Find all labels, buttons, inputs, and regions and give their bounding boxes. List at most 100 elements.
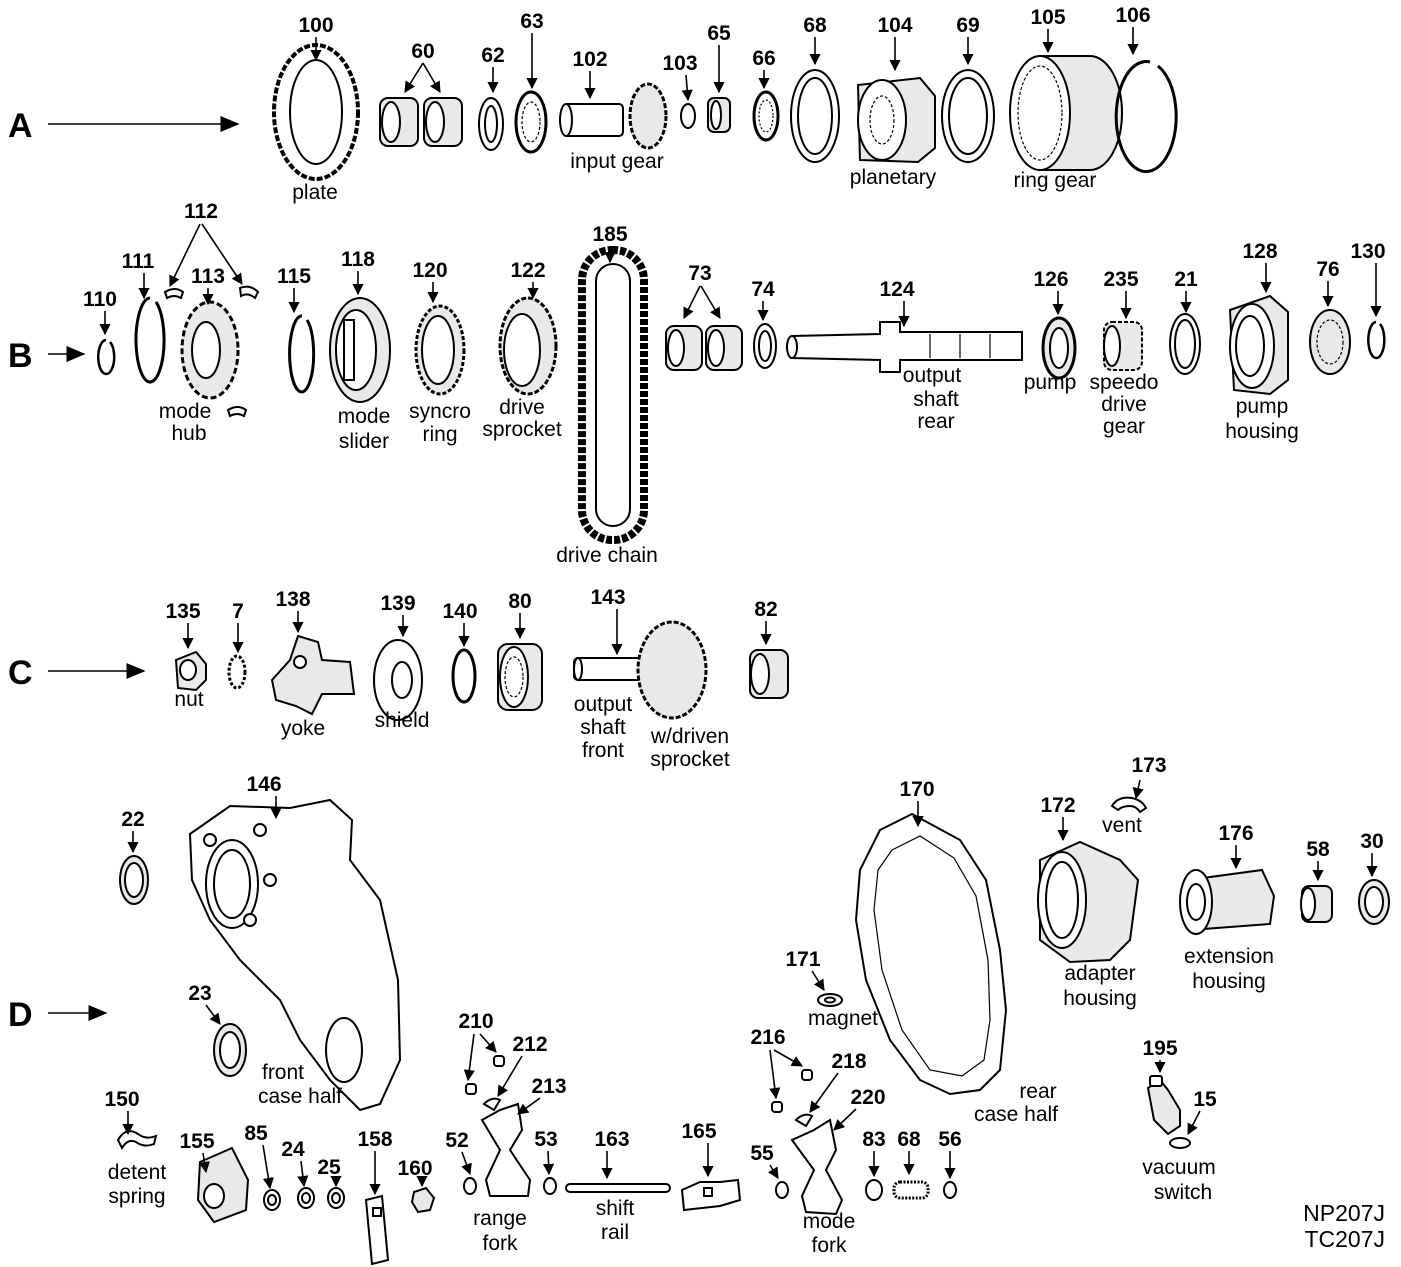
svg-text:74: 74 <box>751 278 775 301</box>
callout-25: 25 <box>317 1156 342 1188</box>
svg-text:68: 68 <box>803 14 827 37</box>
svg-text:shaft: shaft <box>913 388 959 411</box>
rear-case-half-part <box>854 812 1008 1096</box>
svg-text:69: 69 <box>956 14 979 37</box>
callout-63: 63 <box>520 10 544 90</box>
svg-text:mode: mode <box>159 400 212 423</box>
snap-ring-110-part <box>96 338 116 376</box>
svg-text:52: 52 <box>445 1129 468 1152</box>
callout-118: 118 <box>341 248 375 296</box>
callout-195: 195 <box>1142 1037 1178 1074</box>
callout-143: 143 <box>590 586 626 656</box>
svg-text:front: front <box>262 1061 304 1084</box>
pin-55-part <box>775 1181 789 1199</box>
svg-text:15: 15 <box>1193 1088 1217 1111</box>
snap-ring-130-part <box>1367 320 1386 360</box>
svg-text:w/driven: w/driven <box>650 725 729 748</box>
svg-text:range: range <box>473 1207 527 1230</box>
callout-7: 7 <box>232 600 244 654</box>
svg-text:drive: drive <box>499 396 545 419</box>
callout-235: 235 <box>1103 268 1139 320</box>
svg-text:176: 176 <box>1218 822 1253 845</box>
svg-text:drive: drive <box>1101 393 1147 416</box>
washer-83-part <box>865 1179 883 1201</box>
callout-68b: 68 <box>897 1128 921 1176</box>
thrust-washer-69-part <box>941 69 995 163</box>
output-shaft-front-part <box>573 620 708 720</box>
label-pump: pump <box>1024 371 1077 394</box>
svg-text:104: 104 <box>877 14 912 37</box>
seal-22-part <box>119 855 149 905</box>
svg-text:163: 163 <box>594 1128 629 1151</box>
model-designation: NP207J TC207J <box>1303 1200 1385 1252</box>
svg-text:68: 68 <box>897 1128 921 1151</box>
seal-23-part <box>213 1023 247 1077</box>
plate-part <box>272 43 360 181</box>
callout-66: 66 <box>752 47 776 90</box>
needle-bearing-60-part <box>379 97 463 147</box>
spring-68-part <box>892 1180 930 1200</box>
callout-106: 106 <box>1115 4 1151 56</box>
label-shift-rail: shift rail <box>596 1197 635 1244</box>
callout-52: 52 <box>445 1129 472 1176</box>
svg-text:62: 62 <box>481 44 504 67</box>
svg-text:65: 65 <box>707 22 731 45</box>
yoke-part <box>270 634 356 716</box>
input-gear-part <box>559 82 668 150</box>
svg-text:83: 83 <box>862 1128 885 1151</box>
callout-185: 185 <box>592 223 628 264</box>
svg-text:110: 110 <box>83 288 117 311</box>
pin-52-part <box>463 1177 477 1195</box>
svg-text:218: 218 <box>831 1050 866 1073</box>
svg-text:130: 130 <box>1350 240 1385 263</box>
svg-text:sprocket: sprocket <box>482 418 562 441</box>
svg-text:shaft: shaft <box>580 716 626 739</box>
svg-text:syncro: syncro <box>409 400 471 423</box>
needle-bearing-73-part <box>665 325 743 371</box>
label-driven-sprocket: w/driven sprocket <box>650 725 730 771</box>
output-shaft-rear-part <box>786 321 1023 373</box>
svg-text:155: 155 <box>179 1130 214 1153</box>
svg-text:7: 7 <box>232 600 244 623</box>
label-drive-sprocket: drive sprocket <box>482 396 562 441</box>
callout-135: 135 <box>165 600 201 650</box>
svg-text:82: 82 <box>754 598 777 621</box>
callout-24: 24 <box>281 1138 309 1188</box>
callout-85: 85 <box>244 1122 274 1190</box>
label-syncro-ring: syncro ring <box>409 400 471 446</box>
washer-25-part <box>327 1187 345 1209</box>
label-adapter-housing: adapter housing <box>1063 962 1137 1010</box>
callout-216: 216 <box>750 1026 803 1100</box>
svg-text:55: 55 <box>750 1142 774 1165</box>
svg-text:105: 105 <box>1030 6 1065 29</box>
callout-56: 56 <box>938 1128 962 1180</box>
washer-74-part <box>753 323 777 369</box>
callout-105: 105 <box>1030 6 1066 54</box>
svg-text:output: output <box>903 364 962 387</box>
callout-139: 139 <box>380 592 416 638</box>
svg-text:22: 22 <box>121 808 144 831</box>
svg-text:output: output <box>574 693 633 716</box>
svg-text:front: front <box>582 739 624 762</box>
svg-text:housing: housing <box>1225 420 1299 443</box>
shift-lever-155-part <box>196 1146 250 1224</box>
bearing-65-part <box>707 97 731 133</box>
svg-text:102: 102 <box>572 48 607 71</box>
row-d-indicator: D <box>8 996 108 1034</box>
svg-text:139: 139 <box>380 592 415 615</box>
callout-120: 120 <box>412 259 448 304</box>
row-b-indicator: B <box>8 337 86 375</box>
callout-111: 111 <box>122 250 155 300</box>
shift-rail-part <box>565 1183 671 1193</box>
callout-158: 158 <box>357 1128 393 1196</box>
label-mode-fork: mode fork <box>803 1210 856 1257</box>
ring-gear-part <box>1009 55 1123 171</box>
svg-text:extension: extension <box>1184 945 1274 968</box>
label-nut: nut <box>174 688 203 711</box>
callout-83: 83 <box>862 1128 886 1178</box>
svg-text:rear: rear <box>1019 1080 1056 1103</box>
svg-text:gear: gear <box>1103 415 1145 438</box>
svg-text:113: 113 <box>191 265 225 288</box>
label-vacuum-switch: vacuum switch <box>1142 1156 1216 1204</box>
